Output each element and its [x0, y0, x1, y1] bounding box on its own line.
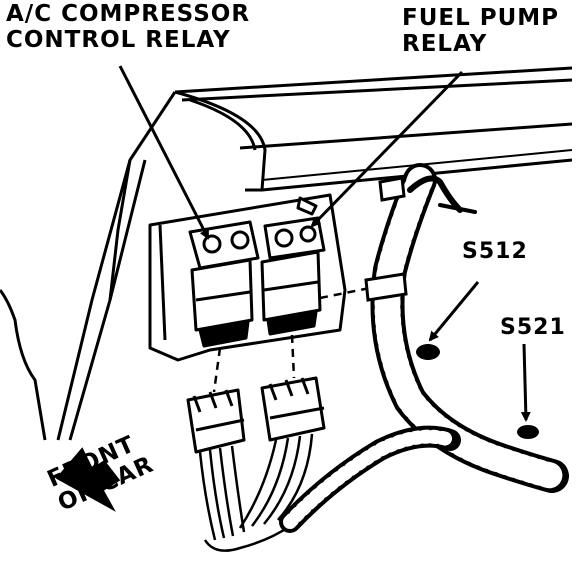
wiring-harness-loom	[279, 163, 569, 533]
splice-markers	[416, 344, 539, 439]
ac-relay-label-line-2: CONTROL RELAY	[6, 26, 231, 53]
leader-arrows	[118, 65, 531, 422]
relay-connectors	[186, 376, 326, 454]
fuel-relay-label-line-2: RELAY	[402, 30, 488, 57]
splice-s521-label: S521	[500, 315, 566, 340]
splice-s512-label: S512	[462, 239, 528, 264]
fuel-pump-relay-label: FUEL PUMP RELAY	[402, 5, 560, 58]
alignment-dash-lines	[212, 286, 371, 393]
s512-leader-arrow	[428, 281, 480, 342]
s521-leader-arrow	[520, 343, 531, 422]
ac-relay-label-line-1: A/C COMPRESSOR	[6, 1, 251, 27]
fuel-relay-leader-arrow	[310, 70, 464, 228]
relay-wires	[198, 433, 314, 552]
fuel-relay-label-line-1: FUEL PUMP	[402, 5, 560, 31]
front-of-car-arrow	[55, 447, 121, 512]
ac-compressor-relay-label: A/C COMPRESSOR CONTROL RELAY	[6, 1, 251, 54]
ac-relay-leader-arrow	[118, 65, 210, 240]
side-panel	[0, 159, 147, 441]
fuel-pump-relay	[260, 196, 326, 336]
harness-clip	[364, 176, 408, 302]
ac-compressor-relay	[188, 220, 260, 348]
